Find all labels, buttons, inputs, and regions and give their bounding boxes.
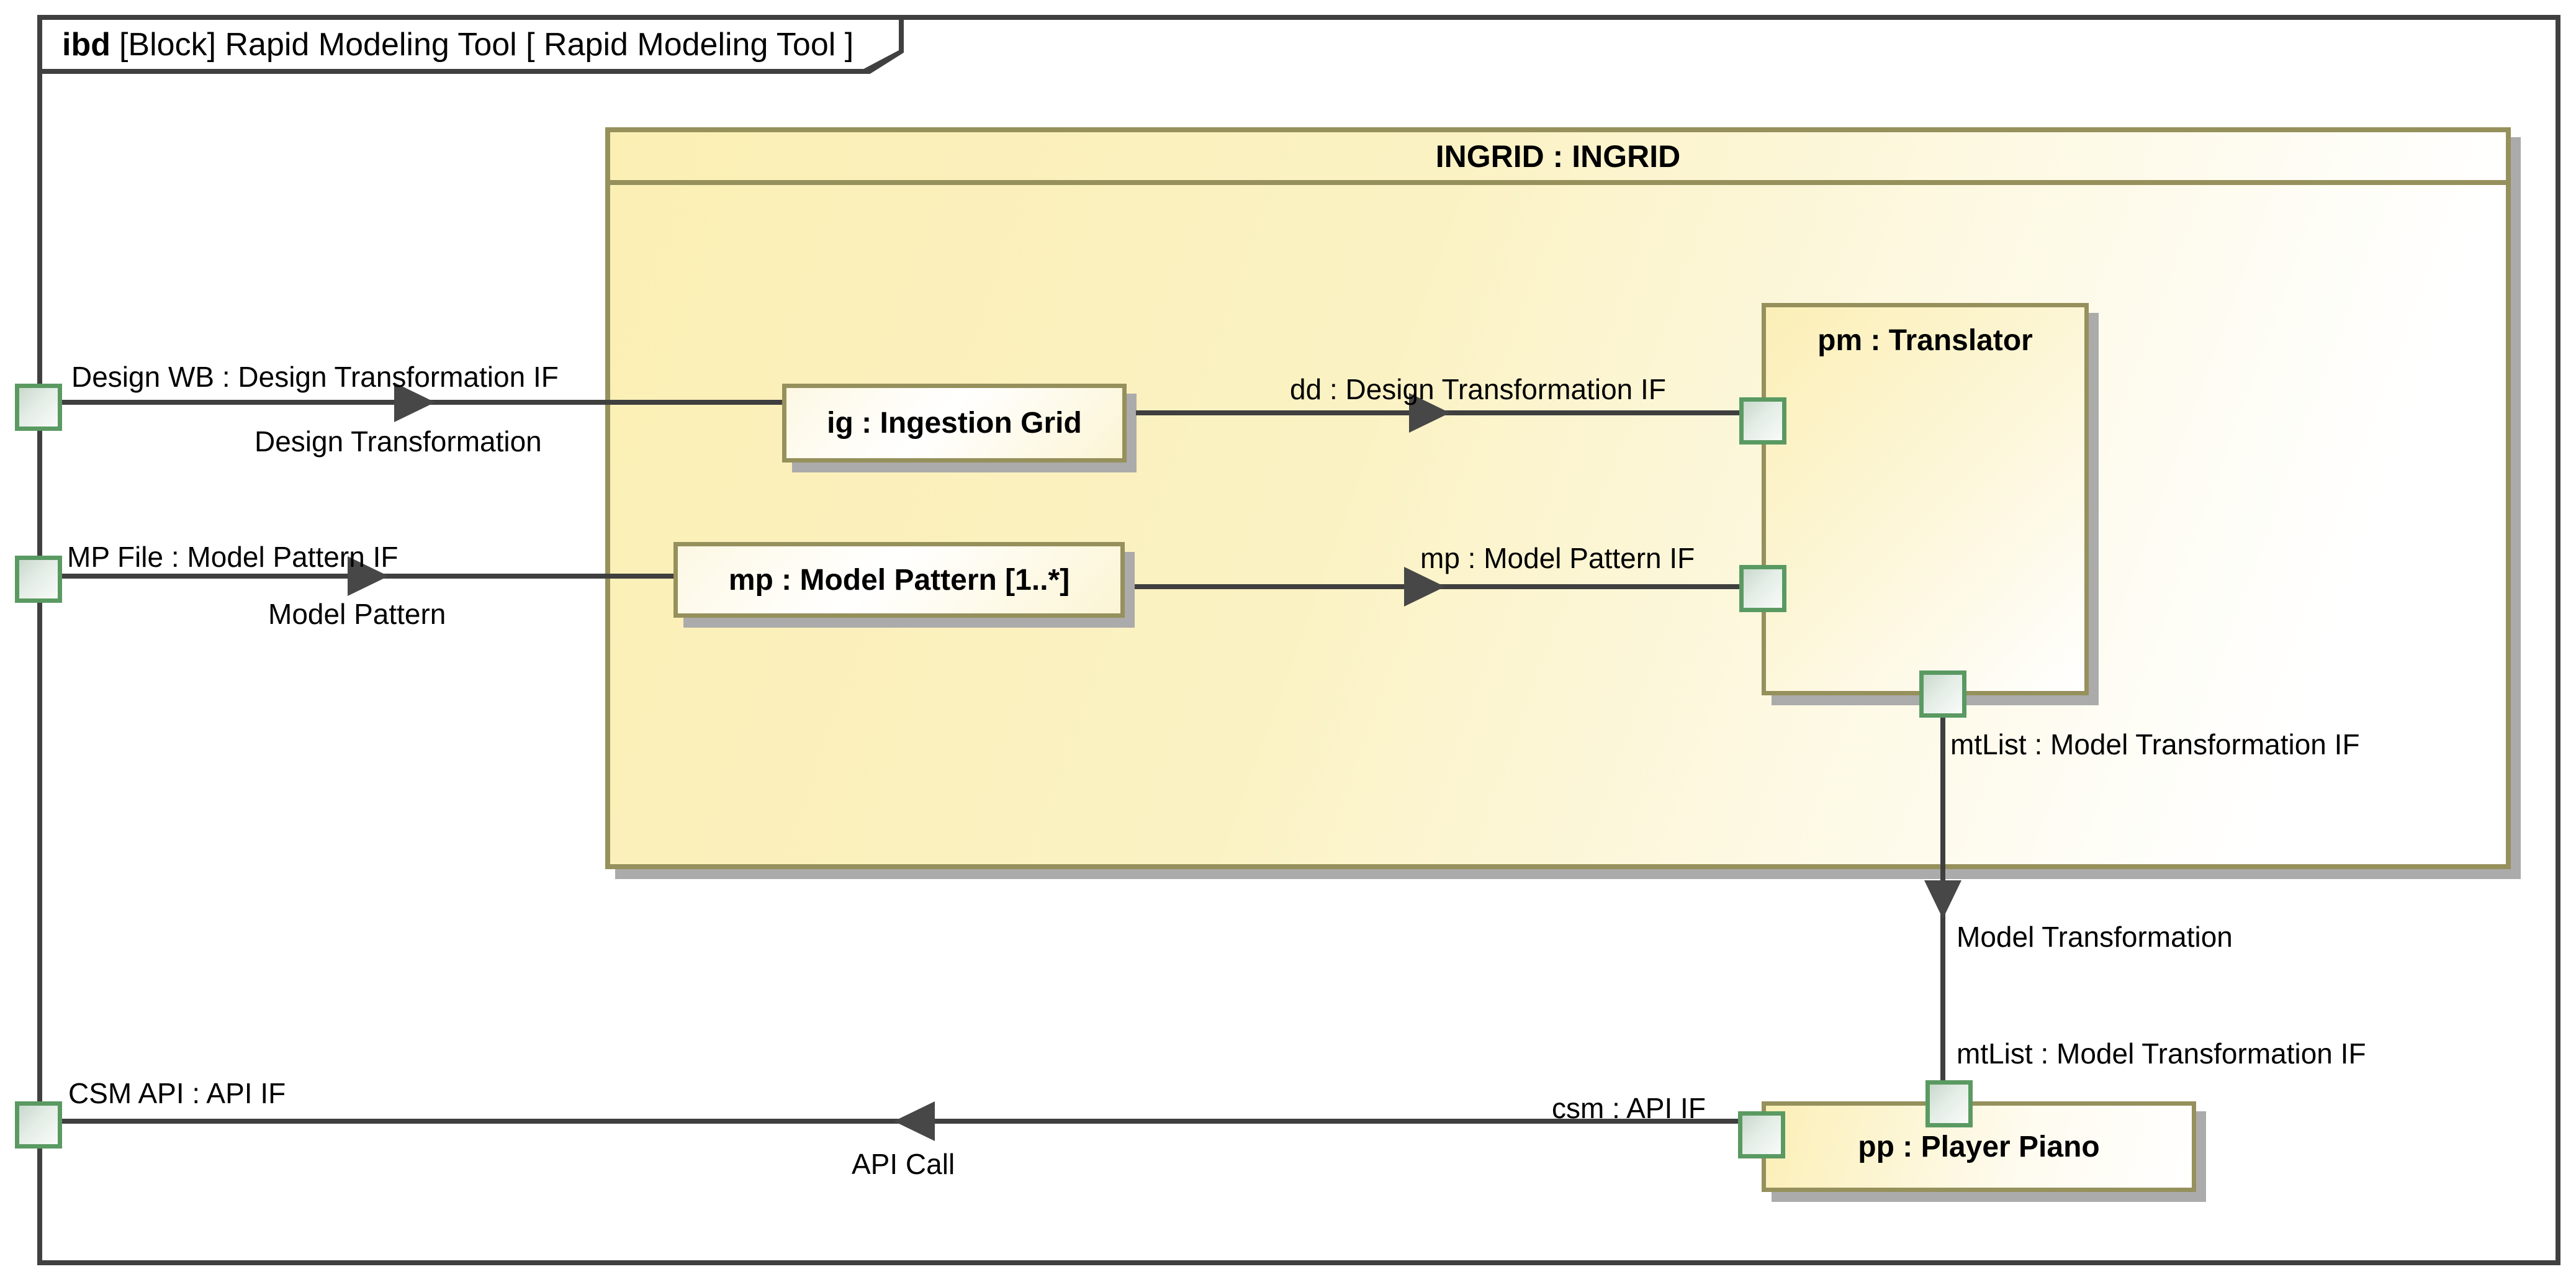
port-label-mp-file: MP File : Model Pattern IF [67,541,399,573]
flow-label-design-transformation: Design Transformation [254,425,542,458]
block-ingrid[interactable]: INGRID : INGRID [605,127,2511,869]
block-model-pattern-name: mp : Model Pattern [1..*] [728,563,1070,597]
block-translator[interactable]: pm : Translator [1762,303,2089,695]
port-csm-api[interactable] [15,1101,62,1149]
port-label-dd: dd : Design Transformation IF [1290,373,1666,405]
port-design-wb[interactable] [15,384,62,431]
port-label-mp: mp : Model Pattern IF [1420,542,1695,574]
port-mp-translator[interactable] [1739,565,1786,612]
diagram-kind-label: ibd [62,26,110,63]
block-translator-name: pm : Translator [1817,324,2033,357]
diagram-title-text: ibd [Block] Rapid Modeling Tool [ Rapid … [42,20,899,69]
flow-label-model-pattern: Model Pattern [268,598,446,630]
arrowhead-left-icon [894,1101,935,1141]
port-mtlist-translator[interactable] [1919,670,1966,718]
block-player-piano-name: pp : Player Piano [1858,1130,2100,1163]
port-mtlist-player-piano[interactable] [1925,1080,1973,1127]
port-label-design-wb: Design WB : Design Transformation IF [71,361,559,393]
flow-label-api-call: API Call [852,1148,955,1180]
block-player-piano[interactable]: pp : Player Piano [1762,1101,2196,1192]
port-mp-file[interactable] [15,556,62,603]
block-model-pattern[interactable]: mp : Model Pattern [1..*] [673,542,1125,618]
flow-label-model-transformation: Model Transformation [1957,921,2233,953]
block-ingestion-grid[interactable]: ig : Ingestion Grid [782,384,1127,463]
diagram-title: [Block] Rapid Modeling Tool [ Rapid Mode… [119,26,854,63]
arrowhead-right-icon [1409,393,1450,433]
port-label-mtlist-translator: mtList : Model Transformation IF [1950,728,2360,761]
arrowhead-right-icon [394,382,435,422]
diagram-title-tab[interactable]: ibd [Block] Rapid Modeling Tool [ Rapid … [37,15,904,74]
arrowhead-down-icon [1924,880,1961,919]
port-label-csm-api: CSM API : API IF [68,1077,286,1109]
block-ingrid-name: INGRID : INGRID [610,132,2506,185]
block-ingestion-grid-name: ig : Ingestion Grid [827,407,1082,440]
arrowhead-right-icon [348,556,389,596]
arrowhead-right-icon [1404,567,1445,607]
port-csm-player-piano[interactable] [1738,1111,1785,1158]
port-dd-translator[interactable] [1739,397,1786,445]
port-label-mtlist-player-piano: mtList : Model Transformation IF [1957,1037,2366,1070]
port-label-csm: csm : API IF [1552,1092,1706,1124]
